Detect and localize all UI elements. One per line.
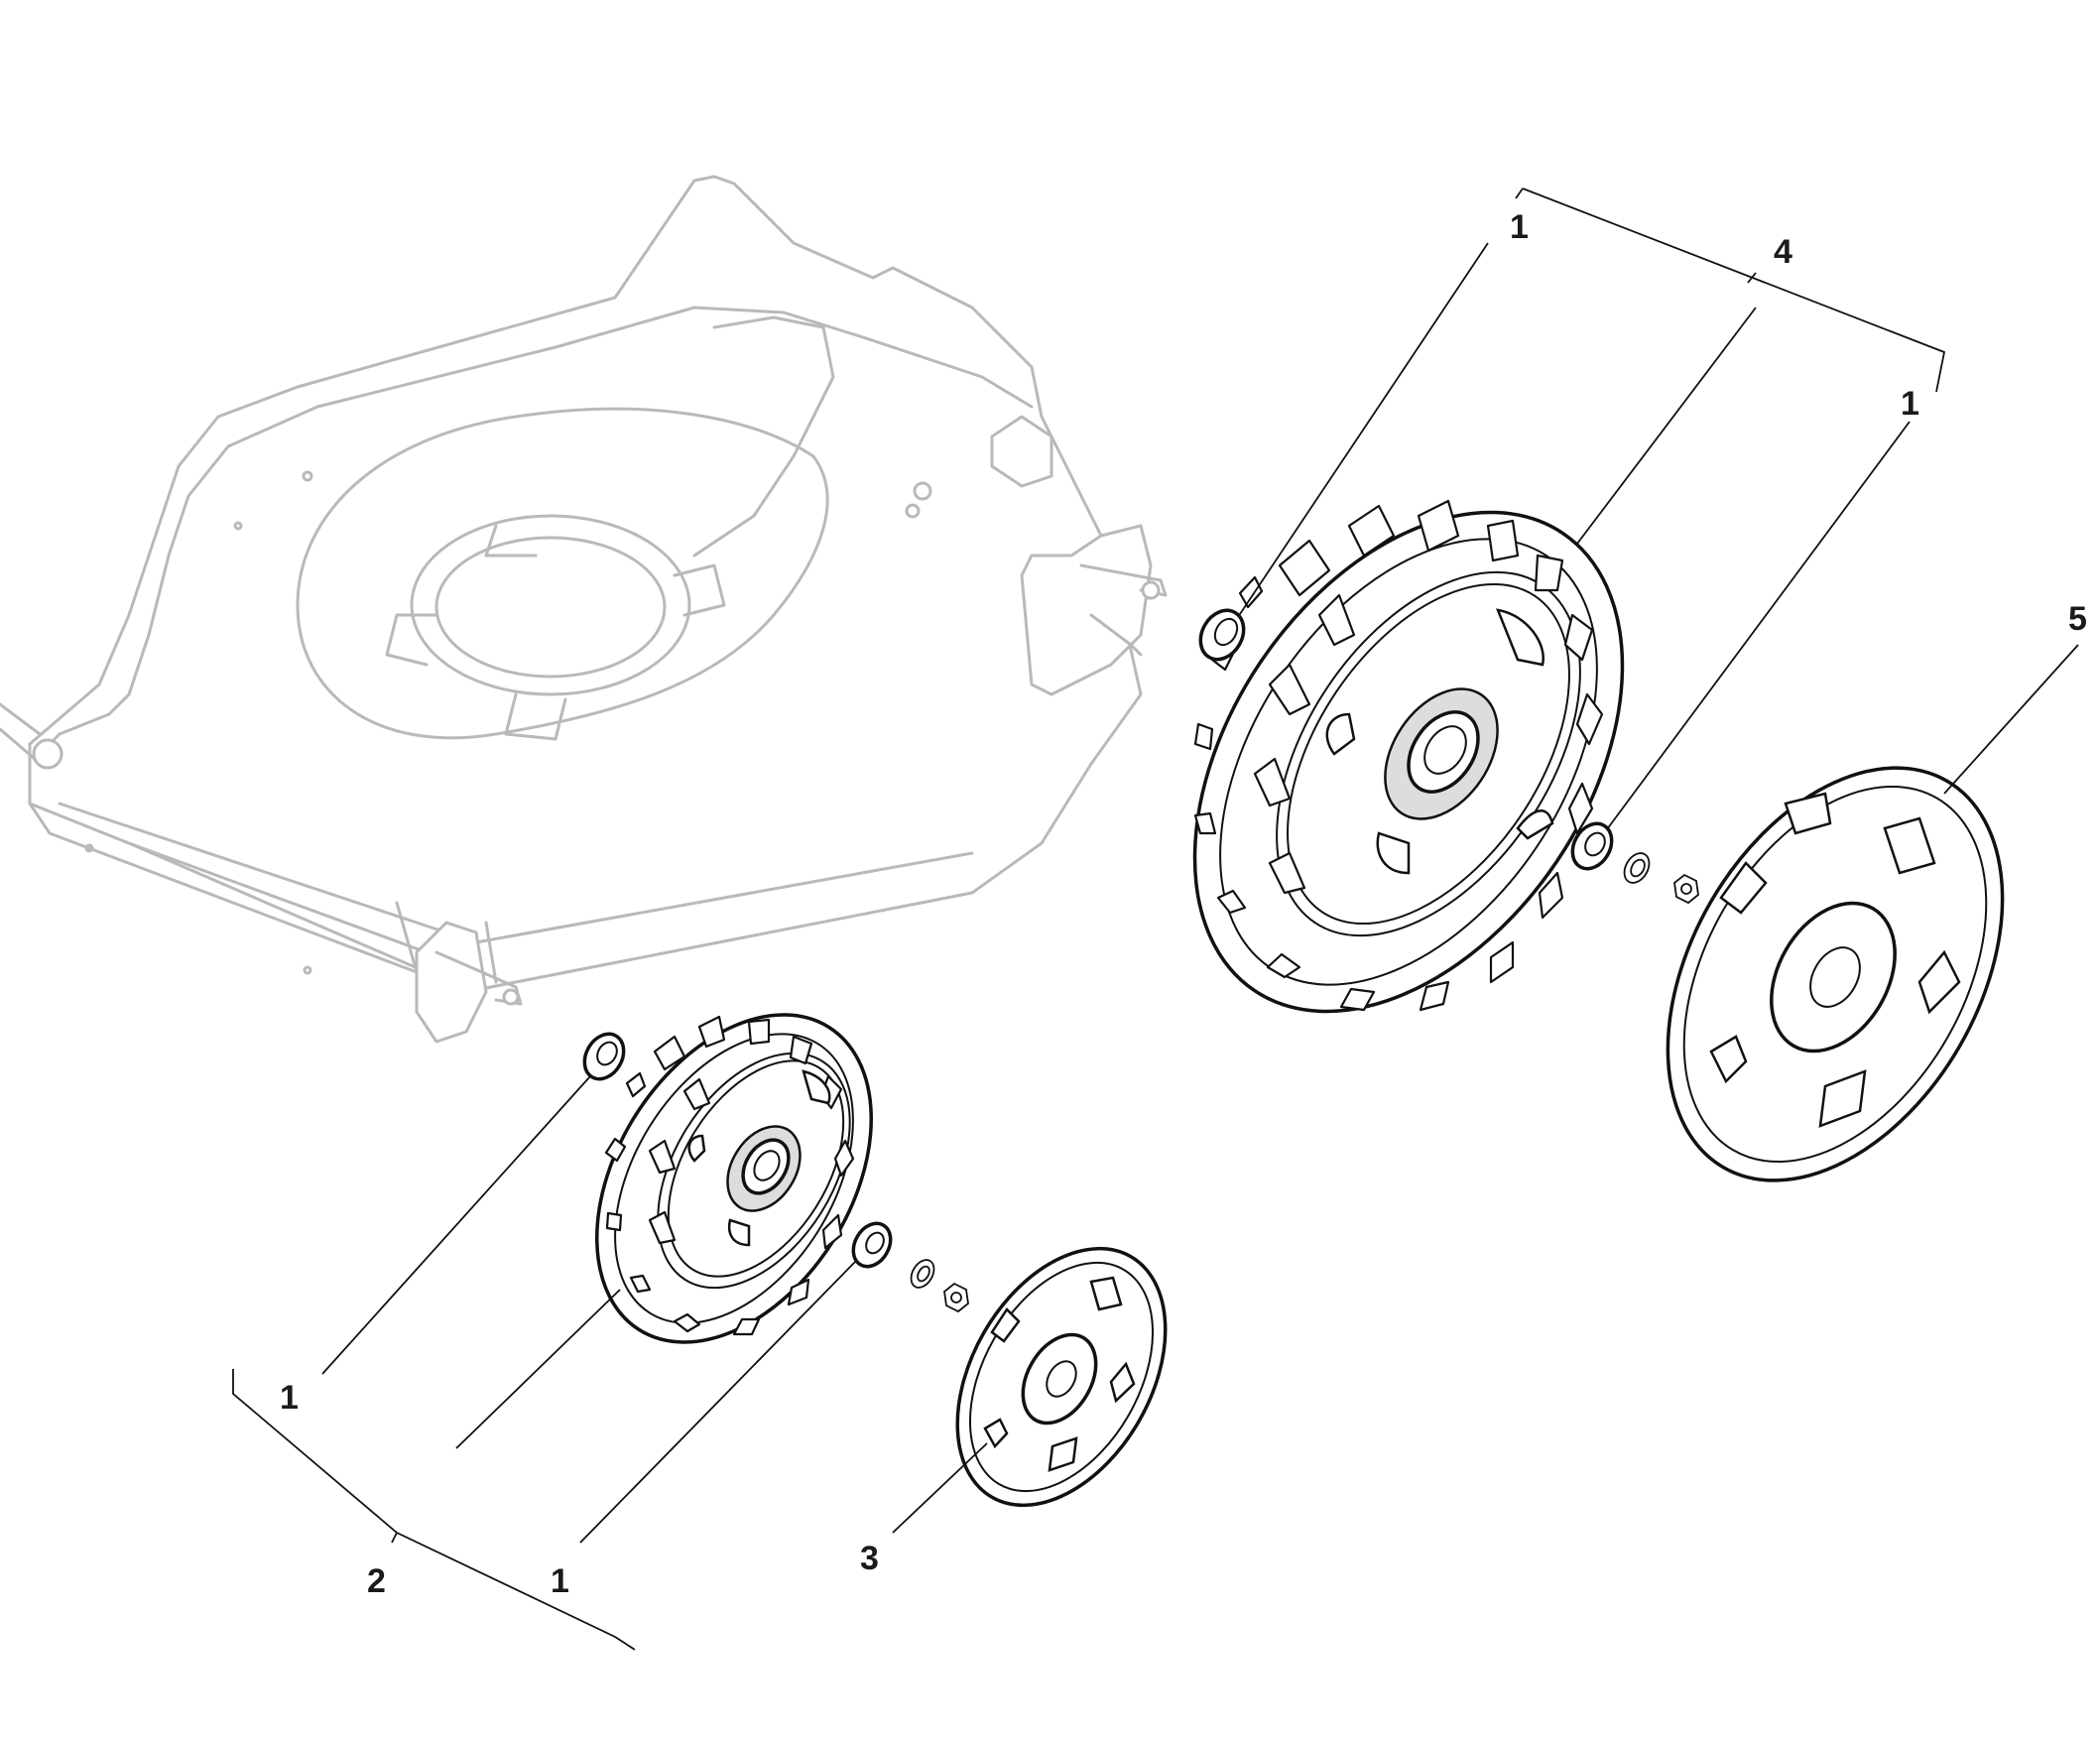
- front-inner-bearing: [582, 1032, 626, 1081]
- front-outer-bearing: [851, 1221, 893, 1269]
- callout-1-top: 1: [1510, 208, 1529, 246]
- callout-1-left: 1: [280, 1379, 299, 1417]
- front-wheel: [595, 1013, 873, 1344]
- rear-wheel-tread: [1193, 499, 1604, 1012]
- front-wheel-tread: [604, 1015, 855, 1336]
- callout-1-right: 1: [1901, 385, 1919, 423]
- rear-washer: [1623, 852, 1651, 884]
- leader-lines: [232, 187, 2079, 1651]
- rear-nut: [1673, 873, 1699, 905]
- mower-deck: [0, 175, 1168, 1044]
- rear-inner-bearing: [1198, 608, 1246, 662]
- rear-wheel: [1192, 499, 1625, 1014]
- callout-3: 3: [860, 1540, 879, 1577]
- rear-outer-bearing: [1570, 821, 1614, 871]
- callout-5: 5: [2068, 600, 2087, 638]
- callout-2: 2: [367, 1562, 386, 1600]
- front-washer: [910, 1259, 935, 1289]
- callout-4: 4: [1774, 233, 1792, 271]
- front-hubcap: [955, 1246, 1168, 1508]
- front-nut: [943, 1282, 969, 1313]
- rear-hubcap: [1666, 766, 2005, 1182]
- callout-1-bottom: 1: [551, 1562, 569, 1600]
